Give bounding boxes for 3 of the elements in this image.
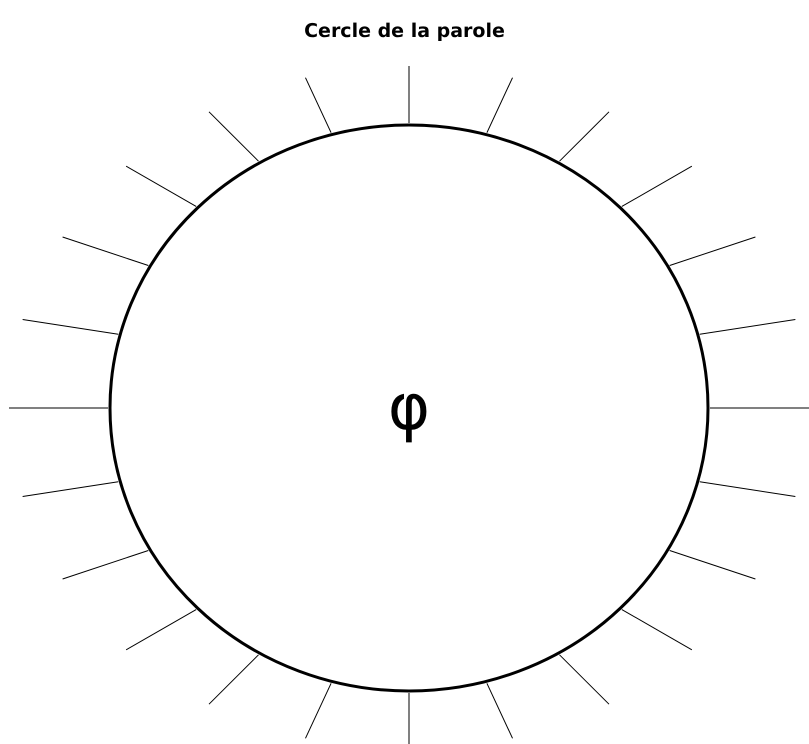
- diagram-title: Cercle de la parole: [303, 20, 506, 42]
- greek-letter: φ: [388, 376, 430, 440]
- circle: [108, 123, 710, 693]
